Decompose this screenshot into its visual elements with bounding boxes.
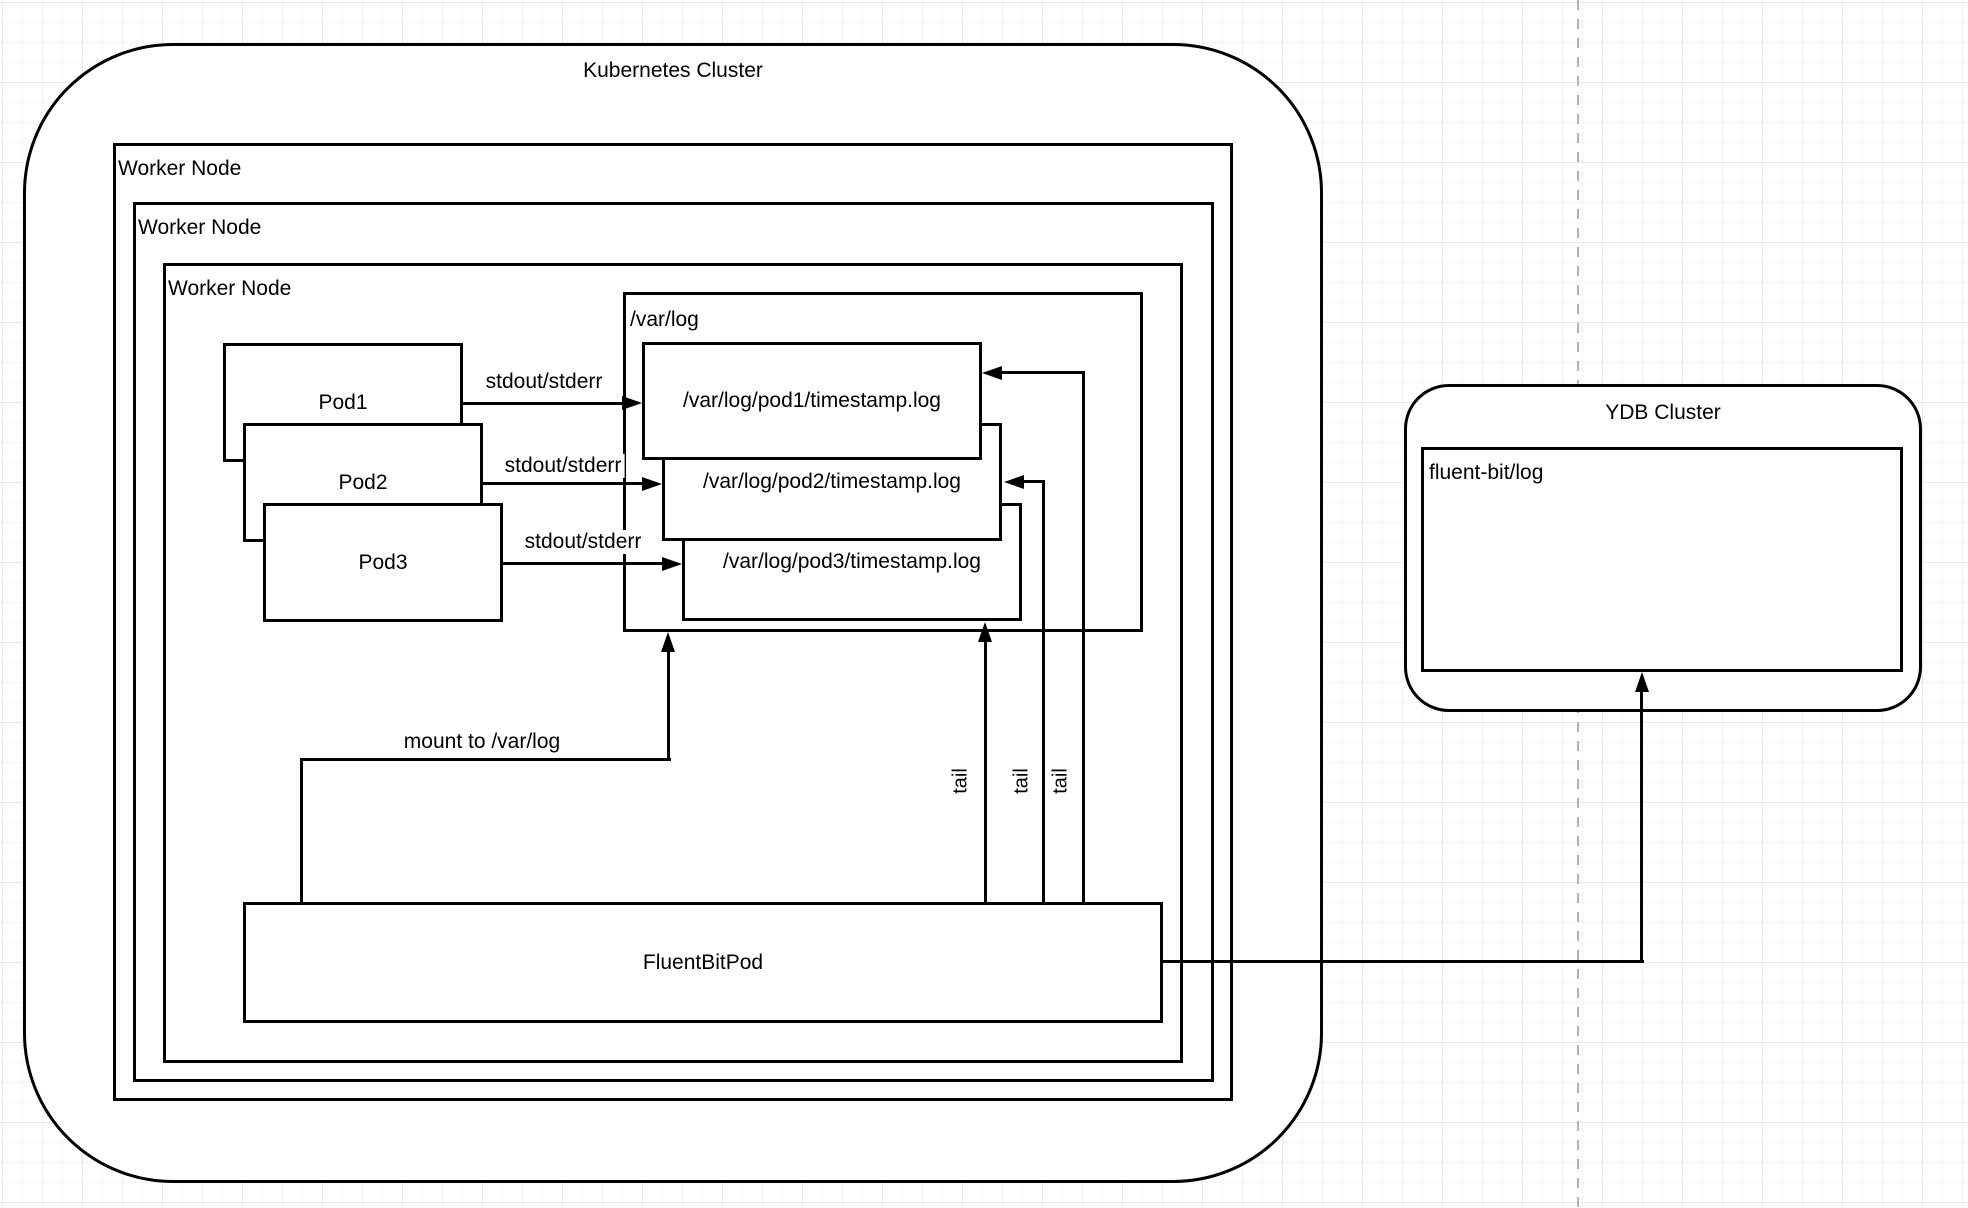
- pod2-label: Pod2: [338, 470, 388, 494]
- kubernetes-cluster-label: Kubernetes Cluster: [583, 59, 763, 82]
- edge-tail2-label: tail: [1010, 766, 1034, 796]
- edge-mount-line-vertical-start[interactable]: [300, 758, 303, 902]
- fluentbit-log-store-label: fluent-bit/log: [1429, 461, 1544, 484]
- edge-tail2-line[interactable]: [1042, 480, 1045, 902]
- edge-tail1-line[interactable]: [984, 638, 987, 902]
- fluentbit-pod-label: FluentBitPod: [642, 950, 764, 974]
- edge-mount-line-horizontal[interactable]: [300, 758, 671, 761]
- edge-stdout2-label: stdout/stderr: [501, 454, 625, 478]
- edge-stdout1-label: stdout/stderr: [482, 370, 606, 394]
- ydb-cluster-label: YDB Cluster: [1605, 401, 1721, 424]
- edge-mount-arrowhead-icon: [661, 632, 675, 652]
- fluentbit-log-store-box[interactable]: [1421, 447, 1903, 672]
- edge-tail3-arrowhead-icon: [982, 366, 1002, 380]
- edge-tail1-label: tail: [949, 766, 973, 796]
- pod1-label: Pod1: [318, 390, 368, 414]
- edge-stdout3-arrowhead-icon: [662, 557, 682, 571]
- log-file-pod1-label: /var/log/pod1/timestamp.log: [683, 389, 941, 412]
- edge-stdout1-arrowhead-icon: [622, 396, 642, 410]
- edge-stdout2-line[interactable]: [483, 482, 644, 485]
- fluentbit-pod-box[interactable]: FluentBitPod: [243, 902, 1163, 1023]
- varlog-container-label: /var/log: [630, 308, 699, 331]
- edge-tail1-arrowhead-icon: [978, 622, 992, 642]
- edge-stdout1-line[interactable]: [463, 402, 624, 405]
- pod3-label: Pod3: [358, 550, 408, 574]
- edge-mount-line-vertical-end[interactable]: [667, 650, 670, 761]
- edge-mount-label: mount to /var/log: [400, 730, 564, 754]
- worker-node-3-label: Worker Node: [168, 277, 292, 300]
- edge-fluentbit-ydb-line-horizontal[interactable]: [1163, 960, 1644, 963]
- edge-tail2-line-horizontal[interactable]: [1022, 480, 1045, 483]
- worker-node-2-label: Worker Node: [138, 216, 262, 239]
- edge-tail3-label: tail: [1049, 766, 1073, 796]
- worker-node-1-label: Worker Node: [118, 157, 242, 180]
- log-file-pod1-box[interactable]: /var/log/pod1/timestamp.log: [642, 342, 982, 460]
- log-file-pod3-label: /var/log/pod3/timestamp.log: [723, 550, 981, 573]
- edge-tail3-line[interactable]: [1082, 371, 1085, 902]
- edge-fluentbit-ydb-arrowhead-icon: [1635, 672, 1649, 692]
- edge-tail2-arrowhead-icon: [1004, 475, 1024, 489]
- edge-stdout3-line[interactable]: [503, 562, 664, 565]
- edge-stdout3-label: stdout/stderr: [521, 530, 645, 554]
- edge-stdout2-arrowhead-icon: [642, 477, 662, 491]
- edge-tail3-line-horizontal[interactable]: [1000, 371, 1085, 374]
- log-file-pod2-label: /var/log/pod2/timestamp.log: [703, 470, 961, 493]
- edge-fluentbit-ydb-line-vertical[interactable]: [1640, 690, 1643, 963]
- pod3-box[interactable]: Pod3: [263, 503, 503, 622]
